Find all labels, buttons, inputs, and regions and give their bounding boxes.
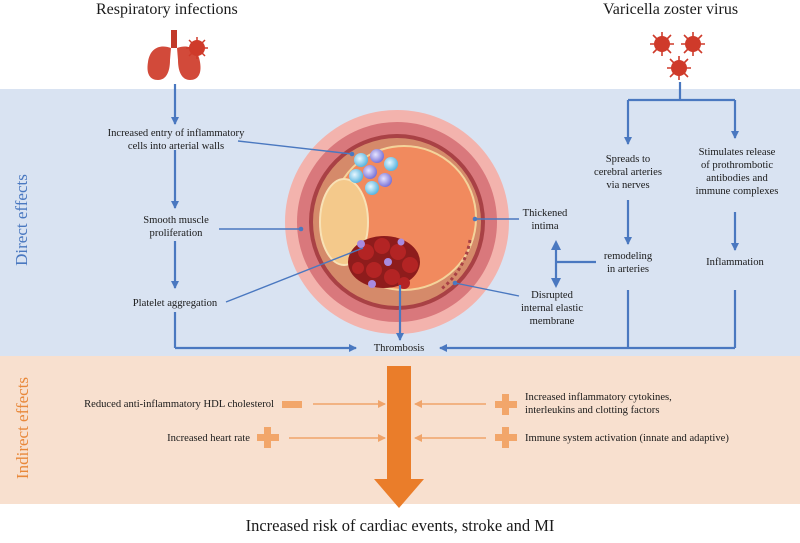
hdl-label: Reduced anti-inflammatory HDL cholestero…	[84, 399, 274, 410]
inflammatory-cells	[349, 149, 398, 195]
virus-icon	[650, 32, 705, 80]
plus-icon	[495, 394, 517, 415]
platelet-aggregation-label: Platelet aggregation	[132, 298, 218, 309]
direct-effect-arrows	[171, 82, 739, 352]
thrombus	[348, 236, 420, 289]
respiratory-infections-heading: Respiratory infections	[96, 1, 238, 18]
remodeling-label: remodeling in arteries	[603, 251, 653, 275]
minus-icon	[282, 401, 302, 408]
increased-entry-label: Increased entry of inflammatory cells in…	[107, 128, 245, 152]
inflammation-label: Inflammation	[706, 257, 764, 268]
smooth-muscle-label: Smooth muscle proliferation	[143, 215, 209, 239]
pointer-dots	[298, 151, 478, 286]
disrupted-membrane-label: Disrupted internal elastic membrane	[520, 290, 584, 327]
heart-rate-label: Increased heart rate	[167, 433, 250, 444]
plus-icon	[495, 427, 517, 448]
stimulates-label: Stimulates release of prothrombotic anti…	[695, 147, 779, 197]
varicella-heading: Varicella zoster virus	[603, 1, 739, 18]
artery-cross-section	[285, 110, 509, 334]
plus-icon	[257, 427, 279, 448]
footer-outcome: Increased risk of cardiac events, stroke…	[245, 516, 555, 535]
spreads-label: Spreads to cerebral arteries via nerves	[594, 154, 662, 191]
indirect-arrows	[289, 400, 486, 442]
cytokines-label: Increased inflammatory cytokines, interl…	[525, 392, 672, 416]
thickened-intima-label: Thickened intima	[522, 208, 568, 232]
effect-symbols	[257, 394, 517, 448]
immune-activation-label: Immune system activation (innate and ada…	[525, 433, 729, 444]
thrombosis-label: Thrombosis	[373, 343, 425, 354]
pointer-lines	[219, 140, 520, 303]
lungs-icon	[147, 30, 208, 80]
big-orange-arrow	[374, 366, 424, 508]
